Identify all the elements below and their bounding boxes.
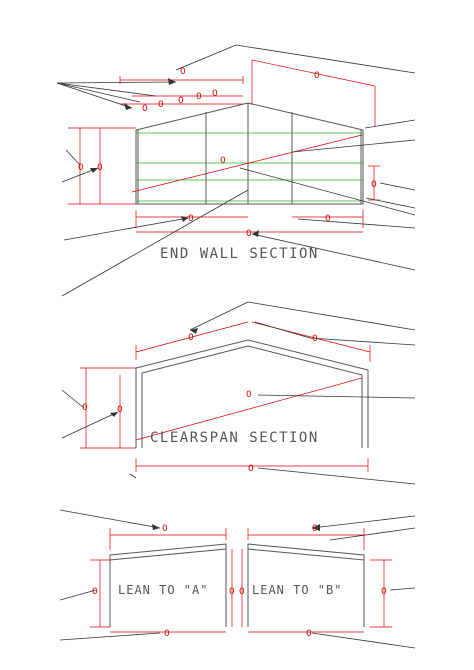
dimension-value: 0: [212, 89, 218, 99]
dimension-value: 0: [196, 92, 202, 102]
dimension-value: 0: [220, 156, 226, 166]
lean-to-a-section: 0 0 0 0 LEAN TO "A": [59, 509, 235, 641]
dimension-value: 0: [117, 405, 123, 415]
dimension-value: 0: [97, 163, 103, 173]
dimension-value: 0: [306, 629, 312, 639]
dimension-value: 0: [188, 214, 194, 224]
section-title: CLEARSPAN SECTION: [150, 430, 319, 446]
dimension-value: 0: [188, 333, 194, 343]
dimension-value: 0: [246, 229, 252, 239]
dimension-value: 0: [325, 214, 331, 224]
lean-to-a-roof: [109, 543, 227, 561]
dimension-value: 0: [82, 403, 88, 413]
dimension-value: 0: [229, 587, 235, 597]
dimension-value: 0: [78, 163, 84, 173]
dimension-value: 0: [312, 524, 318, 534]
dimension-value: 0: [162, 524, 168, 534]
dimension-value: 0: [371, 180, 377, 190]
section-title: END WALL SECTION: [160, 246, 319, 262]
dimension-value: 0: [164, 629, 170, 639]
dimension-value: 0: [180, 67, 186, 77]
dimension-value: 0: [246, 390, 252, 400]
dimension-value: 0: [314, 71, 320, 81]
end-wall-outline: [135, 102, 364, 205]
section-title: LEAN TO "A": [118, 583, 208, 597]
dimension-line: [251, 59, 376, 87]
clearspan-frame-inner: [141, 345, 363, 448]
dimension-value: 0: [239, 587, 245, 597]
dimension-line: [131, 134, 363, 193]
clearspan-section: 0 0 0 0 0 0 CLEARSPAN SECTION: [61, 301, 416, 485]
end-wall-section: 0 0 0 0 0 0 0 0 0 0 0 0 0 0 END WALL SEC…: [56, 44, 416, 297]
dimension-value: 0: [142, 104, 148, 114]
dimension-value: 0: [248, 464, 254, 474]
dimension-line: [135, 377, 363, 441]
dimension-value: 0: [381, 587, 387, 597]
lean-to-b-section: 0 0 0 0 LEAN TO "B": [239, 515, 416, 649]
dimension-value: 0: [178, 96, 184, 106]
dimension-line: [135, 321, 249, 353]
section-title: LEAN TO "B": [252, 583, 342, 597]
lean-to-b-roof: [247, 543, 365, 561]
dimension-value: 0: [312, 334, 318, 344]
clearspan-frame-outer: [135, 339, 369, 448]
dimension-value: 0: [158, 100, 164, 110]
dimension-value: 0: [92, 587, 98, 597]
